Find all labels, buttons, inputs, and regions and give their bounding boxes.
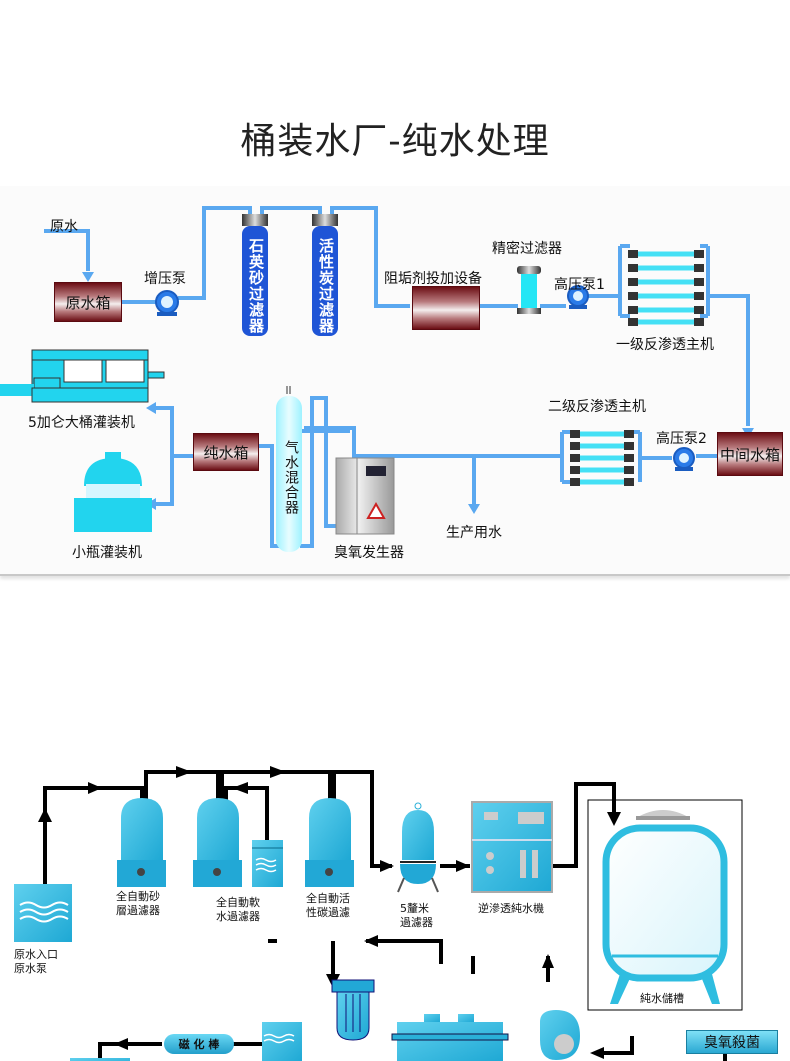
storage-vessel-icon bbox=[391, 1014, 509, 1061]
pure-water-tank-icon bbox=[602, 810, 728, 1004]
pipe-network bbox=[0, 206, 754, 552]
arrow-left-barrel bbox=[146, 402, 156, 414]
label-barrel-filler: 5加仑大桶灌装机 bbox=[28, 415, 135, 431]
arrowheads bbox=[38, 766, 621, 1059]
pure-water-tank: 纯水箱 bbox=[193, 433, 259, 471]
label-carbon-1: 全自動活 bbox=[306, 892, 350, 905]
pure-tank-frame bbox=[587, 799, 743, 1011]
label-antiscalant: 阻垢剂投加设备 bbox=[384, 271, 482, 287]
carbon-filter-icon bbox=[305, 798, 354, 887]
label-precision-filter: 精密过滤器 bbox=[492, 241, 562, 257]
label-micron-1: 5釐米 bbox=[400, 902, 429, 915]
label-hp-pump2: 高压泵2 bbox=[656, 431, 707, 447]
precision-filter-top bbox=[517, 266, 541, 274]
label-sand-filter-2: 層過濾器 bbox=[116, 904, 160, 917]
label-gas-water-mixer: 气水混合器 bbox=[283, 440, 299, 515]
label-raw-inlet: 原水入口 bbox=[14, 948, 58, 961]
raw-water-box-icon bbox=[14, 884, 72, 942]
quartz-filter-body bbox=[242, 226, 268, 336]
quartz-filter-cap bbox=[242, 214, 268, 226]
softener-filter-icon bbox=[193, 798, 242, 887]
precision-filter-bottom bbox=[517, 308, 541, 314]
label-carbon-2: 性碳過濾 bbox=[306, 906, 350, 919]
label-softener-2: 水過濾器 bbox=[216, 910, 260, 923]
equipment-and-arrows bbox=[14, 766, 743, 1061]
label-raw-pump: 原水泵 bbox=[14, 962, 47, 975]
label-quartz-filter: 石英砂过滤器 bbox=[247, 238, 265, 334]
magnet-rod-unit: 磁 化 棒 bbox=[164, 1034, 234, 1054]
hp-pump1-icon bbox=[567, 285, 589, 309]
booster-pump-icon bbox=[155, 290, 179, 316]
label-raw-water: 原水 bbox=[50, 219, 78, 235]
bottle-filler-icon bbox=[74, 452, 152, 532]
brine-tank-icon bbox=[252, 840, 283, 887]
label-carbon-filter: 活性炭过滤器 bbox=[317, 238, 335, 334]
label-ro-machine: 逆滲透純水機 bbox=[478, 902, 544, 915]
hp-pump2-icon bbox=[673, 447, 695, 471]
carbon-filter-cap bbox=[312, 214, 338, 226]
pump-icon bbox=[540, 1010, 580, 1060]
ro2-membranes bbox=[570, 430, 634, 486]
ro1-membranes bbox=[628, 250, 704, 326]
label-pure-tank: 純水儲槽 bbox=[640, 992, 684, 1005]
label-booster-pump: 增压泵 bbox=[144, 271, 186, 287]
micron-filter-icon bbox=[397, 802, 439, 893]
antiscalant-unit bbox=[412, 286, 480, 330]
sand-filter-icon bbox=[117, 798, 166, 887]
diagram-pure-water-process: 原水 原水箱 增压泵 石英砂过滤器 活性炭过滤器 阻垢剂投加设备 精密过滤器 高… bbox=[0, 186, 790, 576]
barrel-filler-icon bbox=[0, 349, 165, 403]
label-micron-2: 過濾器 bbox=[400, 916, 433, 929]
bag-filter-icon bbox=[331, 979, 375, 1041]
ro-machine-icon bbox=[471, 801, 553, 893]
ozone-generator-icon bbox=[335, 457, 395, 535]
bottom-left-unit-icon bbox=[70, 1058, 130, 1061]
precision-filter-body bbox=[521, 274, 537, 310]
page-title: 桶装水厂-纯水处理 bbox=[240, 121, 550, 162]
pipes bbox=[44, 206, 750, 548]
carbon-filter-body bbox=[312, 226, 338, 336]
intermediate-tank: 中间水箱 bbox=[717, 432, 783, 476]
label-ro1: 一级反渗透主机 bbox=[616, 337, 714, 353]
gas-water-mixer-body bbox=[276, 396, 302, 552]
label-sand-filter-1: 全自動砂 bbox=[116, 890, 160, 903]
arrow-down-raw bbox=[82, 272, 94, 282]
label-bottle-filler: 小瓶灌装机 bbox=[72, 545, 142, 561]
label-hp-pump1: 高压泵1 bbox=[554, 277, 605, 293]
arrow-down-production bbox=[468, 504, 480, 514]
label-ro2: 二级反渗透主机 bbox=[548, 399, 646, 415]
water-tank-small-icon bbox=[262, 1022, 302, 1061]
raw-water-tank: 原水箱 bbox=[54, 282, 122, 322]
label-ozone-generator: 臭氧发生器 bbox=[334, 545, 404, 561]
label-production-water: 生产用水 bbox=[446, 525, 502, 541]
diagram-water-treatment-system: 原水入口 原水泵 全自動砂 層過濾器 全自動軟 水過濾器 全自動活 性碳過濾 5… bbox=[0, 760, 790, 1061]
ozone-sterilize-unit: 臭氧殺菌 bbox=[686, 1030, 778, 1054]
label-softener-1: 全自動軟 bbox=[216, 896, 260, 909]
